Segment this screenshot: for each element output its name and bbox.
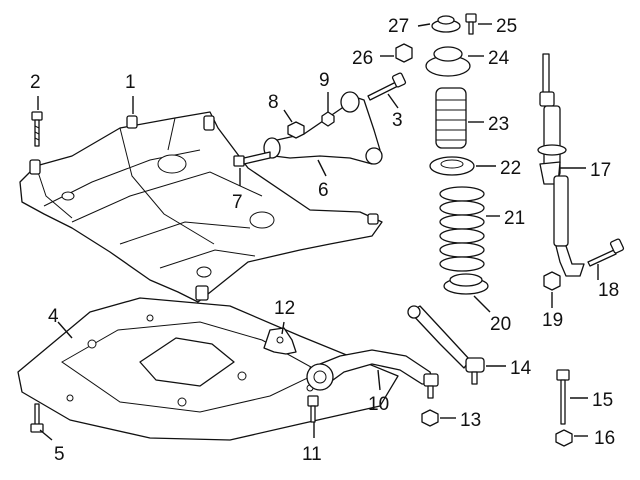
part-spring-seat-lower bbox=[443, 273, 489, 295]
leader-lines bbox=[37, 23, 599, 441]
callout-21: 21 bbox=[504, 208, 525, 229]
part-shock-absorber bbox=[537, 53, 585, 277]
callout-23: 23 bbox=[488, 114, 509, 135]
callout-20: 20 bbox=[490, 314, 511, 335]
callout-10: 10 bbox=[368, 394, 389, 415]
callout-8: 8 bbox=[268, 92, 279, 113]
callout-labels: 1 2 3 4 5 6 7 8 9 10 11 12 13 14 15 16 1… bbox=[30, 16, 619, 465]
callout-5: 5 bbox=[54, 444, 65, 465]
part-subframe bbox=[19, 111, 383, 303]
callout-12: 12 bbox=[274, 298, 295, 319]
part-bolt-5 bbox=[30, 403, 44, 433]
part-tension-strut bbox=[407, 305, 485, 385]
part-bolt-18 bbox=[587, 238, 625, 267]
part-nut-9 bbox=[321, 111, 335, 127]
part-strut-mount bbox=[425, 46, 471, 77]
part-coil-spring bbox=[439, 186, 485, 272]
callout-22: 22 bbox=[500, 158, 521, 179]
callout-14: 14 bbox=[510, 358, 532, 379]
part-bolt-25 bbox=[465, 13, 477, 35]
callout-24: 24 bbox=[488, 48, 510, 69]
part-bolt-15 bbox=[556, 369, 570, 425]
callout-2: 2 bbox=[30, 72, 41, 93]
callout-19: 19 bbox=[542, 310, 563, 331]
part-nut-13 bbox=[421, 409, 439, 427]
part-spring-pad bbox=[429, 156, 475, 176]
part-nut-26 bbox=[395, 43, 413, 63]
callout-25: 25 bbox=[496, 16, 517, 37]
part-bolt-2 bbox=[31, 111, 43, 147]
callout-4: 4 bbox=[48, 306, 59, 327]
callout-17: 17 bbox=[590, 160, 611, 181]
part-bracket-12 bbox=[263, 327, 297, 355]
callout-16: 16 bbox=[594, 428, 615, 449]
part-lower-control-arm bbox=[306, 349, 439, 399]
part-upper-control-arm bbox=[263, 91, 383, 165]
callout-3: 3 bbox=[392, 110, 403, 131]
callout-7: 7 bbox=[232, 192, 243, 213]
callout-11: 11 bbox=[302, 444, 322, 465]
part-underbody-shield bbox=[17, 297, 399, 441]
part-bolt-7 bbox=[233, 151, 271, 167]
part-bolt-11 bbox=[307, 395, 319, 423]
part-cap-27 bbox=[431, 15, 461, 33]
part-nut-16 bbox=[555, 429, 573, 447]
part-nut-8 bbox=[287, 121, 305, 139]
callout-15: 15 bbox=[592, 390, 613, 411]
callout-6: 6 bbox=[318, 180, 329, 201]
callout-26: 26 bbox=[352, 48, 373, 69]
part-nut-19 bbox=[543, 271, 561, 291]
part-bolt-3 bbox=[367, 72, 407, 101]
callout-27: 27 bbox=[388, 16, 409, 37]
callout-13: 13 bbox=[460, 410, 481, 431]
callout-9: 9 bbox=[319, 70, 330, 91]
callout-18: 18 bbox=[598, 280, 619, 301]
callout-1: 1 bbox=[125, 72, 136, 93]
part-dust-boot bbox=[435, 87, 467, 149]
